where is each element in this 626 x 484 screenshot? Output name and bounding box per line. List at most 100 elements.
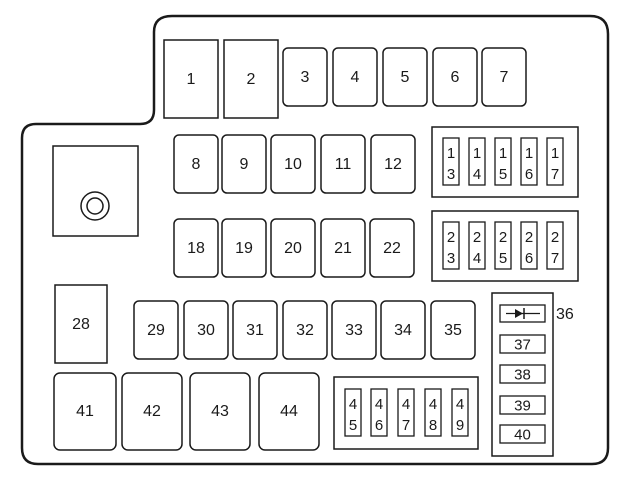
- fuse-44-label: 44: [280, 403, 298, 420]
- mini-fuse-26-box: [520, 221, 538, 270]
- fuse-40-box: [499, 424, 546, 444]
- fuse-31-label: 31: [246, 322, 264, 339]
- fuse-40-label: 40: [514, 427, 531, 444]
- mini-fuse-27-box: [546, 221, 564, 270]
- mini-fuse-46-box: [370, 388, 388, 437]
- mini-fuse-48-top: 4: [429, 396, 437, 413]
- fuse-5-label: 5: [401, 69, 410, 86]
- fuse-10-label: 10: [284, 156, 302, 173]
- fuse-row-c: 29 30 31 32 33 34 35: [133, 300, 476, 360]
- mini-group-13-17-frame: [431, 126, 579, 198]
- mini-fuse-16-bottom: 6: [525, 166, 533, 183]
- mini-fuse-26-top: 2: [525, 229, 533, 246]
- mini-fuse-46-top: 4: [375, 396, 383, 413]
- mini-fuse-46-bottom: 6: [375, 417, 383, 434]
- fuse-9-label: 9: [240, 156, 249, 173]
- mini-fuse-15-bottom: 5: [499, 166, 507, 183]
- fuse-39-box: [499, 395, 546, 415]
- diode-icon: [506, 308, 540, 319]
- fuse-12-label: 12: [384, 156, 402, 173]
- relay-28-label: 28: [72, 316, 90, 333]
- connector-ring-icon: [80, 191, 110, 221]
- mini-fuse-47-bottom: 7: [402, 417, 410, 434]
- fuse-8-box: [173, 134, 219, 194]
- small-fuse-column: 36 37 38 39 40: [491, 292, 574, 457]
- fuse-20-box: [270, 218, 316, 278]
- fuse-32-box: [282, 300, 328, 360]
- fuse-42-box: [121, 372, 183, 451]
- mini-fuse-23-box: [442, 221, 460, 270]
- mini-fuse-17-bottom: 7: [551, 166, 559, 183]
- connector-block: [52, 145, 139, 237]
- fuse-33-box: [331, 300, 377, 360]
- fuse-39-label: 39: [514, 398, 531, 415]
- fuse-30-box: [183, 300, 229, 360]
- fuse-1-label: 1: [187, 71, 196, 88]
- fuse-10-box: [270, 134, 316, 194]
- mini-group-23-27-frame: [431, 210, 579, 282]
- fuse-3-label: 3: [301, 69, 310, 86]
- fuse-43-box: [189, 372, 251, 451]
- mini-fuse-23-top: 2: [447, 229, 455, 246]
- fuse-38-label: 38: [514, 367, 531, 384]
- fuse-7-label: 7: [500, 69, 509, 86]
- connector-hole-icon: [86, 197, 104, 215]
- fuse-20-label: 20: [284, 240, 302, 257]
- mini-fuse-47-box: [397, 388, 415, 437]
- mini-fuse-45-top: 4: [349, 396, 357, 413]
- mini-fuse-16-box: [520, 137, 538, 186]
- mini-fuse-17-box: [546, 137, 564, 186]
- fuse-44-box: [258, 372, 320, 451]
- fuse-11-box: [320, 134, 366, 194]
- fuse-37-box: [499, 334, 546, 354]
- fuse-21-box: [320, 218, 366, 278]
- mini-fuse-13-box: [442, 137, 460, 186]
- fuse-29-label: 29: [147, 322, 165, 339]
- fuse-41-label: 41: [76, 403, 94, 420]
- mini-fuse-49-bottom: 9: [456, 417, 464, 434]
- fuse-7-box: [481, 47, 527, 107]
- fuse-3-box: [282, 47, 328, 107]
- fuse-29-box: [133, 300, 179, 360]
- fuse-34-box: [380, 300, 426, 360]
- fuse-21-label: 21: [334, 240, 352, 257]
- fuse-31-box: [232, 300, 278, 360]
- fuse-22-box: [369, 218, 415, 278]
- fuse-row-a: 8 9 10 11 12: [173, 134, 416, 194]
- mini-fuse-14-top: 1: [473, 145, 481, 162]
- fuse-9-box: [221, 134, 267, 194]
- fuse-43-label: 43: [211, 403, 229, 420]
- small-fuse-column-frame: [491, 292, 554, 457]
- fuse-4-box: [332, 47, 378, 107]
- fuse-12-box: [370, 134, 416, 194]
- large-top-fuses: 1 2: [163, 39, 279, 119]
- fuse-18-label: 18: [187, 240, 205, 257]
- fuse-1-box: [163, 39, 219, 119]
- mini-fuse-48-bottom: 8: [429, 417, 437, 434]
- fuse-34-label: 34: [394, 322, 412, 339]
- fuse-2-label: 2: [247, 71, 256, 88]
- mini-fuse-49-top: 4: [456, 396, 464, 413]
- mini-fuse-24-top: 2: [473, 229, 481, 246]
- fuse-22-label: 22: [383, 240, 401, 257]
- fuse-row-bottom: 41 42 43 44: [53, 372, 320, 451]
- fuse-33-label: 33: [345, 322, 363, 339]
- mini-fuse-26-bottom: 6: [525, 250, 533, 267]
- mini-fuse-25-box: [494, 221, 512, 270]
- fuse-35-label: 35: [444, 322, 462, 339]
- fuse-37-label: 37: [514, 337, 531, 354]
- mini-fuse-15-box: [494, 137, 512, 186]
- fuse-2-box: [223, 39, 279, 119]
- fuse-32-label: 32: [296, 322, 314, 339]
- mini-group-45-49-frame: [333, 376, 479, 450]
- fuse-41-box: [53, 372, 117, 451]
- mini-fuse-47-top: 4: [402, 396, 410, 413]
- mini-fuse-24-box: [468, 221, 486, 270]
- mini-fuse-25-bottom: 5: [499, 250, 507, 267]
- fuse-19-label: 19: [235, 240, 253, 257]
- fuse-42-label: 42: [143, 403, 161, 420]
- fuse-6-box: [432, 47, 478, 107]
- mini-fuse-16-top: 1: [525, 145, 533, 162]
- mini-fuse-48-box: [424, 388, 442, 437]
